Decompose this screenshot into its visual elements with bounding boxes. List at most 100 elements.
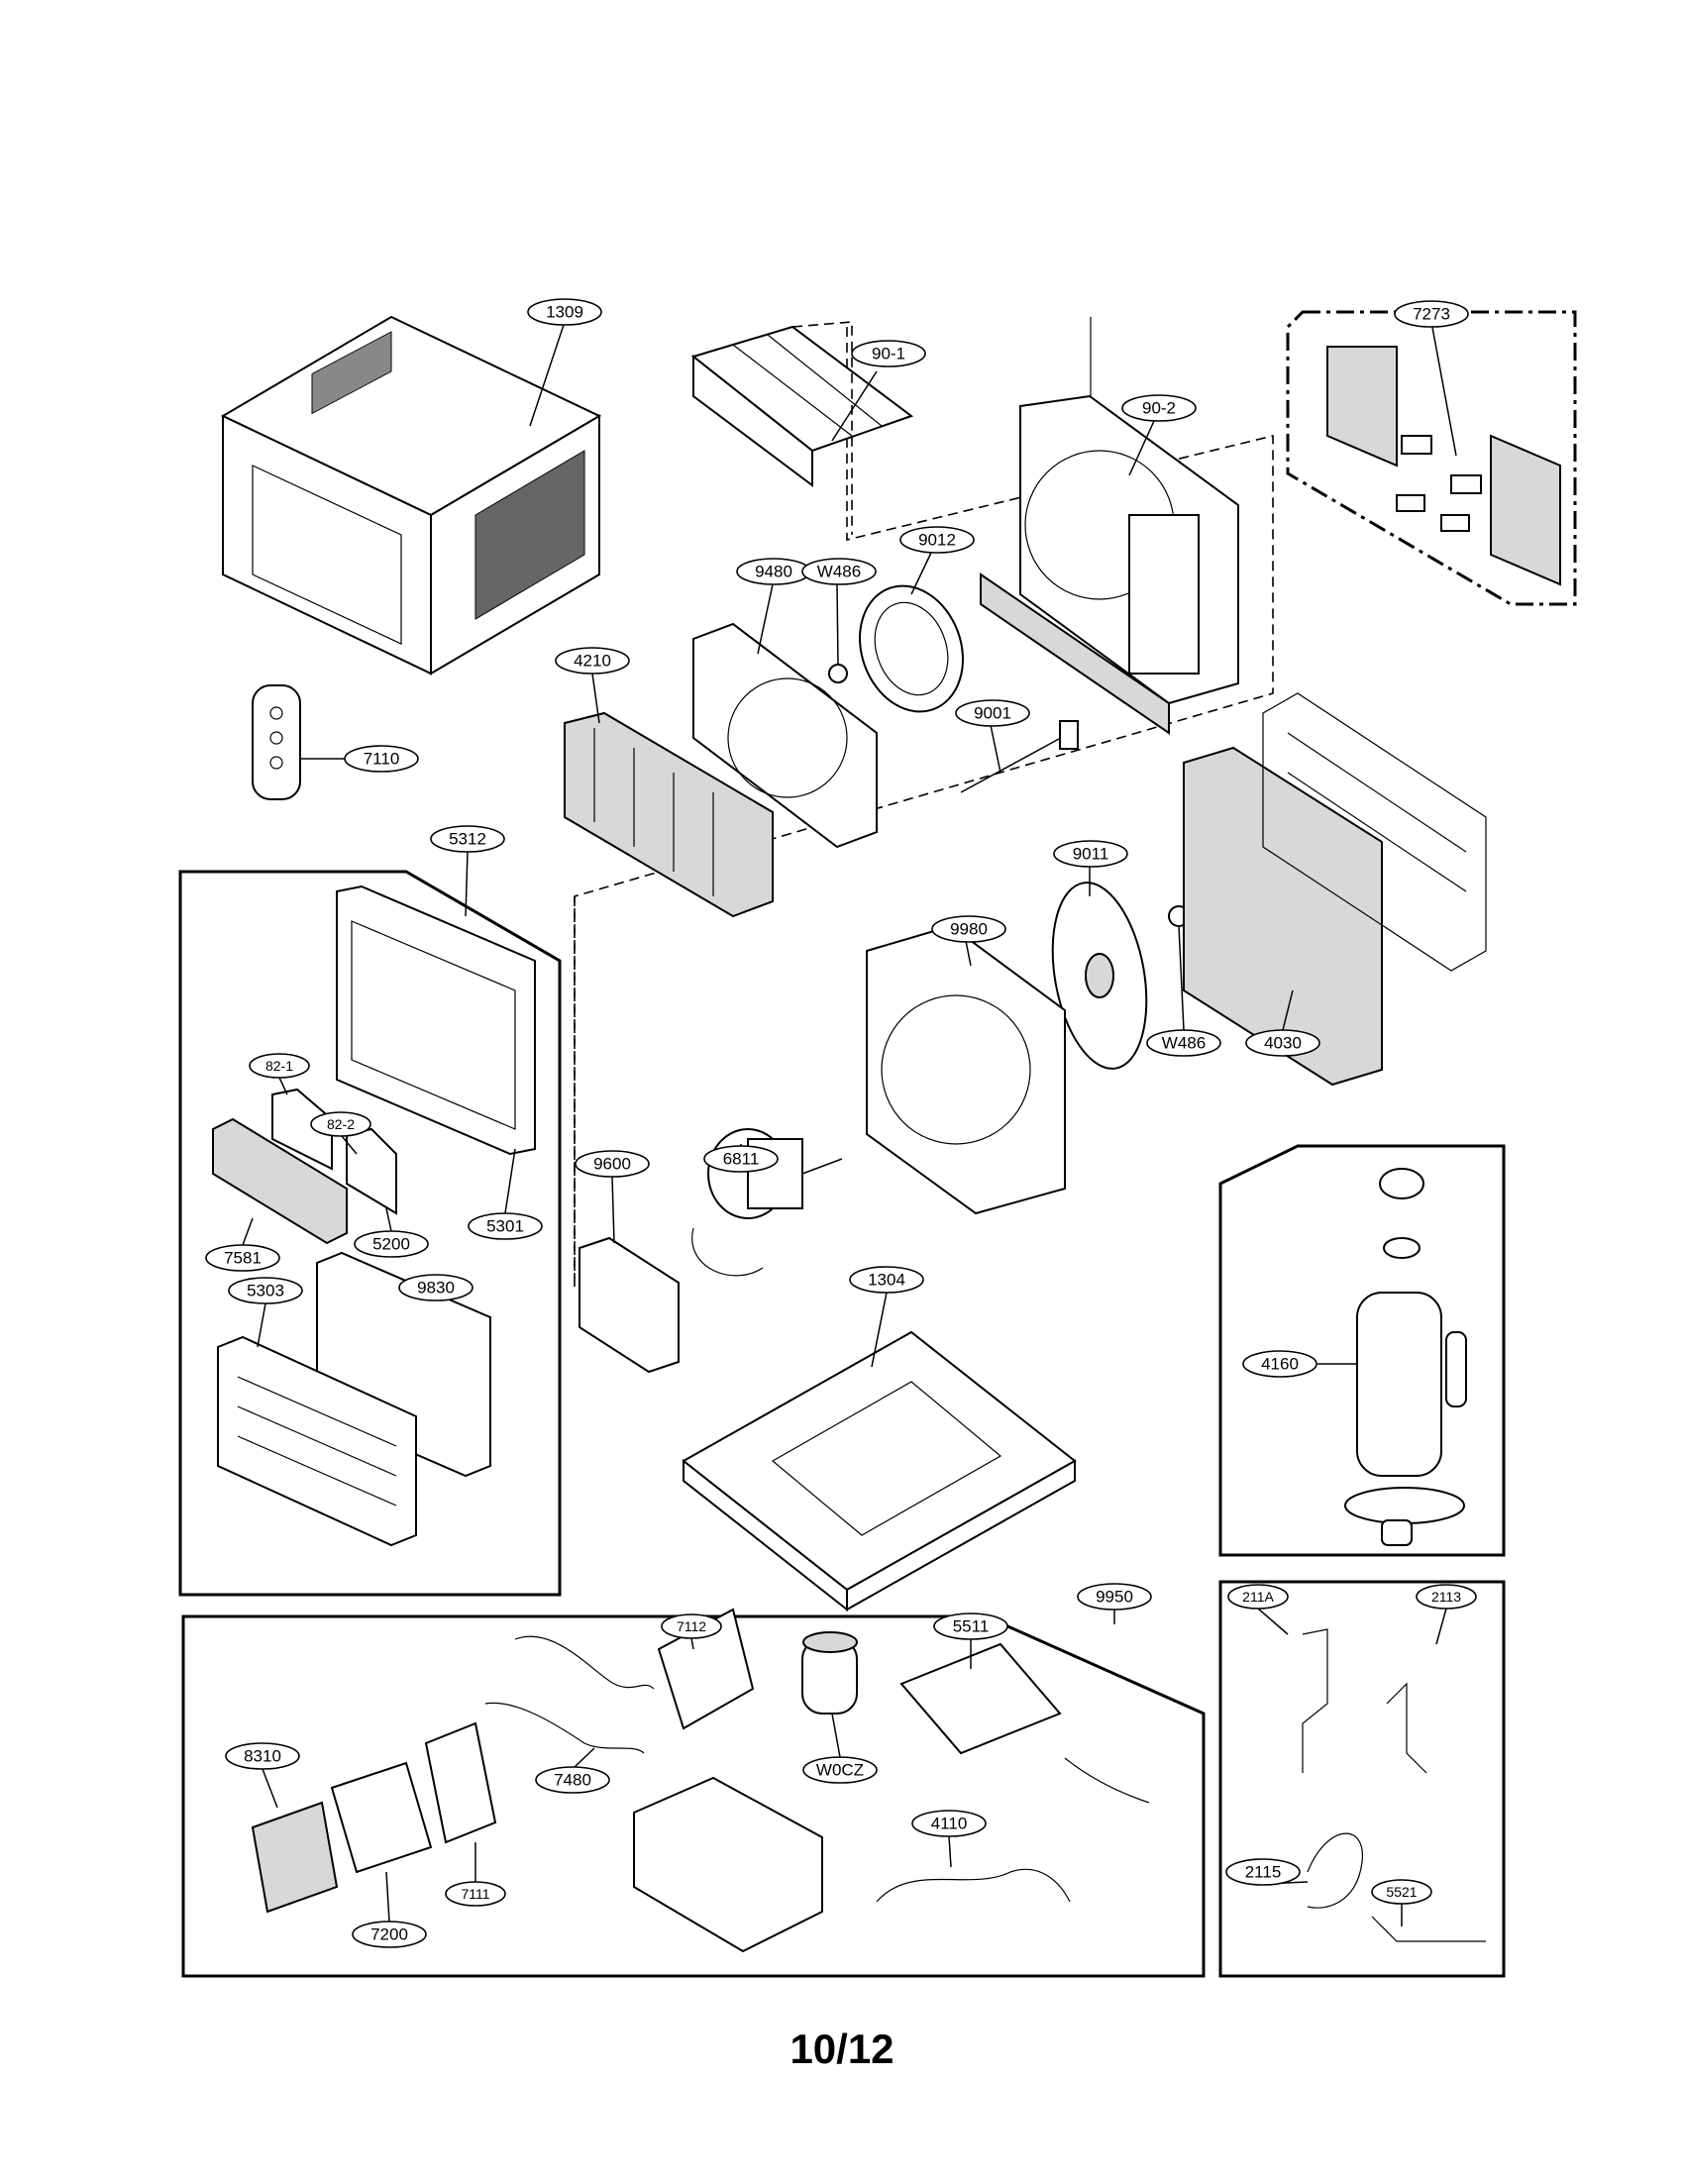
wire-harness-part [484,1702,645,1754]
callout-w486-lower: W486 [1146,1029,1221,1057]
callout-6811: 6811 [703,1145,779,1173]
callout-8310: 8310 [225,1742,300,1770]
callout-4160: 4160 [1242,1350,1317,1378]
callout-label: 4110 [931,1815,968,1833]
nut-part [828,664,848,683]
callout-7112: 7112 [661,1613,722,1639]
shaft-clip-part [1059,720,1079,750]
callout-label: 5301 [486,1217,524,1236]
callout-w486-upper: W486 [801,558,877,585]
capacitor-part [801,1631,858,1715]
callout-label: 8310 [244,1747,281,1766]
coil-bracket-group-box [1286,310,1577,606]
callout-label: 2113 [1431,1589,1461,1605]
base-pan-part [682,1330,1077,1612]
evaporator-coil-part [564,711,774,918]
callout-w0cz: W0CZ [802,1756,878,1784]
callout-5511: 5511 [933,1612,1008,1640]
callout-7111: 7111 [445,1881,506,1907]
louver-part [346,1127,397,1215]
control-box-part [633,1776,823,1953]
callout-label: 9012 [918,531,956,550]
louver-part [271,1088,333,1171]
callout-label: 6811 [723,1150,760,1169]
callout-7273: 7273 [1394,300,1469,328]
capillary-pipe-part [1307,1832,1363,1909]
callout-label: 90-2 [1142,399,1176,418]
callout-5303: 5303 [228,1277,303,1304]
callout-label: 1309 [546,303,583,322]
callout-label: 7112 [677,1618,706,1634]
callout-label: 82-2 [327,1116,355,1132]
callout-label: 9950 [1096,1588,1133,1607]
callout-82-2: 82-2 [310,1111,371,1137]
callout-7480: 7480 [535,1766,610,1794]
callout-label: 9980 [950,920,988,939]
callout-7110: 7110 [344,745,419,773]
callout-9012: 9012 [899,526,975,554]
callout-label: 5303 [247,1282,284,1300]
callout-label: 7581 [224,1249,262,1268]
callout-7581: 7581 [205,1244,280,1272]
callout-label: 9011 [1073,845,1109,864]
motor-bracket-part [579,1236,680,1374]
callout-5301: 5301 [468,1212,543,1240]
callout-label: 7273 [1413,305,1450,324]
control-panel-part [330,1761,433,1874]
callout-7200: 7200 [352,1921,427,1948]
fan-shaft-part [960,732,1071,793]
callout-2115: 2115 [1225,1858,1301,1886]
callout-label: 82-1 [265,1058,293,1074]
condenser-coil-part [1183,692,1487,1087]
callout-label: 7110 [364,750,400,769]
callout-2113: 2113 [1416,1584,1477,1610]
callout-label: 5511 [953,1617,990,1636]
callout-5312: 5312 [430,825,505,853]
orifice-panel-part [692,622,878,849]
filter-frame-part [690,321,914,535]
callout-9830: 9830 [398,1274,474,1301]
callout-label: 7111 [461,1886,489,1902]
callout-9950: 9950 [1077,1583,1152,1611]
condenser-fan-part [1051,882,1148,1070]
cabinet-part [220,315,602,676]
wire-harness-part [1064,1757,1150,1804]
callout-label: 9480 [755,563,792,581]
callout-label: 9600 [593,1155,631,1174]
callout-label: 4160 [1261,1355,1299,1374]
callout-9600: 9600 [575,1150,650,1178]
callout-1309: 1309 [527,298,602,326]
callout-9980: 9980 [931,915,1006,943]
fan-shroud-part [866,924,1066,1215]
pipe-part [1371,1916,1486,1942]
callout-9011: 9011 [1053,840,1128,868]
air-guide-housing-part [980,317,1239,735]
callout-label: 9001 [974,704,1011,723]
callout-9480: 9480 [736,558,811,585]
leader-lines [242,321,1457,1926]
grille-strip-part [212,1117,348,1245]
callout-label: W0CZ [816,1761,864,1780]
callout-label: 7200 [370,1925,408,1944]
piping-group-box [1218,1580,1506,1978]
callout-90-2: 90-2 [1121,394,1197,422]
callout-1304: 1304 [849,1266,924,1294]
callout-5521: 5521 [1371,1879,1432,1905]
callout-label: 5312 [449,830,486,849]
callout-label: 1304 [868,1271,905,1290]
callout-label: 4210 [574,652,611,671]
callout-4110: 4110 [911,1810,987,1837]
discharge-pipe-part [1302,1628,1328,1773]
page-number: 10/12 [789,2026,895,2072]
callout-82-1: 82-1 [249,1053,310,1079]
remote-control-part [252,684,301,800]
callout-211A: 211A [1227,1584,1289,1610]
callout-90-1: 90-1 [851,340,926,367]
mid-assembly-outline [574,896,635,1290]
callout-5200: 5200 [354,1230,429,1258]
callout-label: 5521 [1386,1884,1417,1900]
display-pcb-part [424,1721,497,1844]
callout-label: W486 [817,563,861,581]
